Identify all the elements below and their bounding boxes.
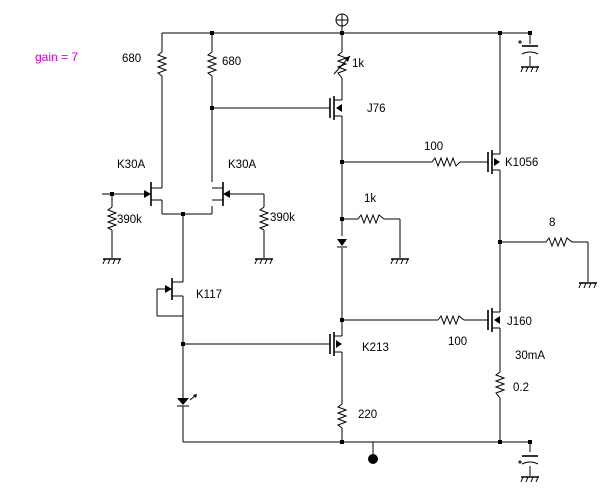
- label-bias-current: 30mA: [515, 350, 545, 362]
- label-q-out-bottom: J160: [507, 316, 532, 328]
- junction-dot-icon: [110, 31, 532, 444]
- label-r-in-right: 390k: [270, 212, 295, 224]
- resistor-r-in-right: [258, 206, 270, 231]
- ground-icon: [390, 258, 409, 265]
- label-r-drain-right: 680: [222, 56, 241, 68]
- ground-icon: [520, 476, 539, 483]
- power-terminal-icon: [335, 13, 349, 33]
- label-q-vas-top: J76: [367, 103, 386, 115]
- label-q-out-top: K1056: [505, 157, 538, 169]
- wires: [102, 32, 589, 476]
- transistor-k30a-left: [112, 182, 163, 206]
- transistor-k117: [157, 278, 184, 300]
- led-icon: [177, 394, 197, 407]
- resistor-r-source: [336, 403, 348, 429]
- ground-icon: [578, 282, 597, 289]
- transistor-k30a-right: [212, 182, 230, 206]
- ground-icon: [254, 258, 273, 265]
- label-q-diff-right: K30A: [228, 159, 256, 171]
- capacitor-icon: [518, 455, 539, 465]
- resistor-r-drain-left: [156, 51, 168, 77]
- gain-annotation: gain = 7: [35, 50, 78, 64]
- capacitor-icon: [518, 40, 539, 55]
- terminal-dot-icon: [368, 454, 378, 464]
- label-r-drain-left: 680: [122, 53, 141, 65]
- resistor-r-bias: [357, 213, 385, 225]
- transistor-j76: [329, 96, 343, 120]
- transistor-k1056: [487, 150, 501, 174]
- ground-icon: [102, 258, 121, 265]
- label-r-sense: 0.2: [513, 382, 529, 394]
- label-r-source: 220: [358, 409, 377, 421]
- label-q-diff-left: K30A: [117, 159, 145, 171]
- diode-icon: [337, 239, 347, 248]
- label-q-ccs: K117: [196, 289, 222, 301]
- resistor-r-gate-bottom: [437, 314, 465, 326]
- resistor-r-drain-right: [206, 51, 218, 77]
- resistor-r-sense: [494, 371, 506, 399]
- label-r-bias: 1k: [364, 193, 376, 205]
- resistor-r-gate-top: [431, 156, 461, 168]
- label-r-trim: 1k: [352, 58, 364, 70]
- resistor-r-trim: [333, 51, 351, 79]
- transistor-k213: [329, 332, 343, 356]
- resistor-r-load: [545, 236, 573, 248]
- label-r-load: 8: [549, 217, 555, 229]
- label-r-gate-bottom: 100: [448, 336, 467, 348]
- label-r-gate-top: 100: [424, 141, 443, 153]
- label-r-in-left: 390k: [117, 214, 142, 226]
- resistor-r-in-left: [106, 206, 118, 231]
- label-q-vas-bottom: K213: [362, 342, 389, 354]
- transistor-j160: [487, 308, 501, 332]
- ground-icon: [520, 66, 539, 73]
